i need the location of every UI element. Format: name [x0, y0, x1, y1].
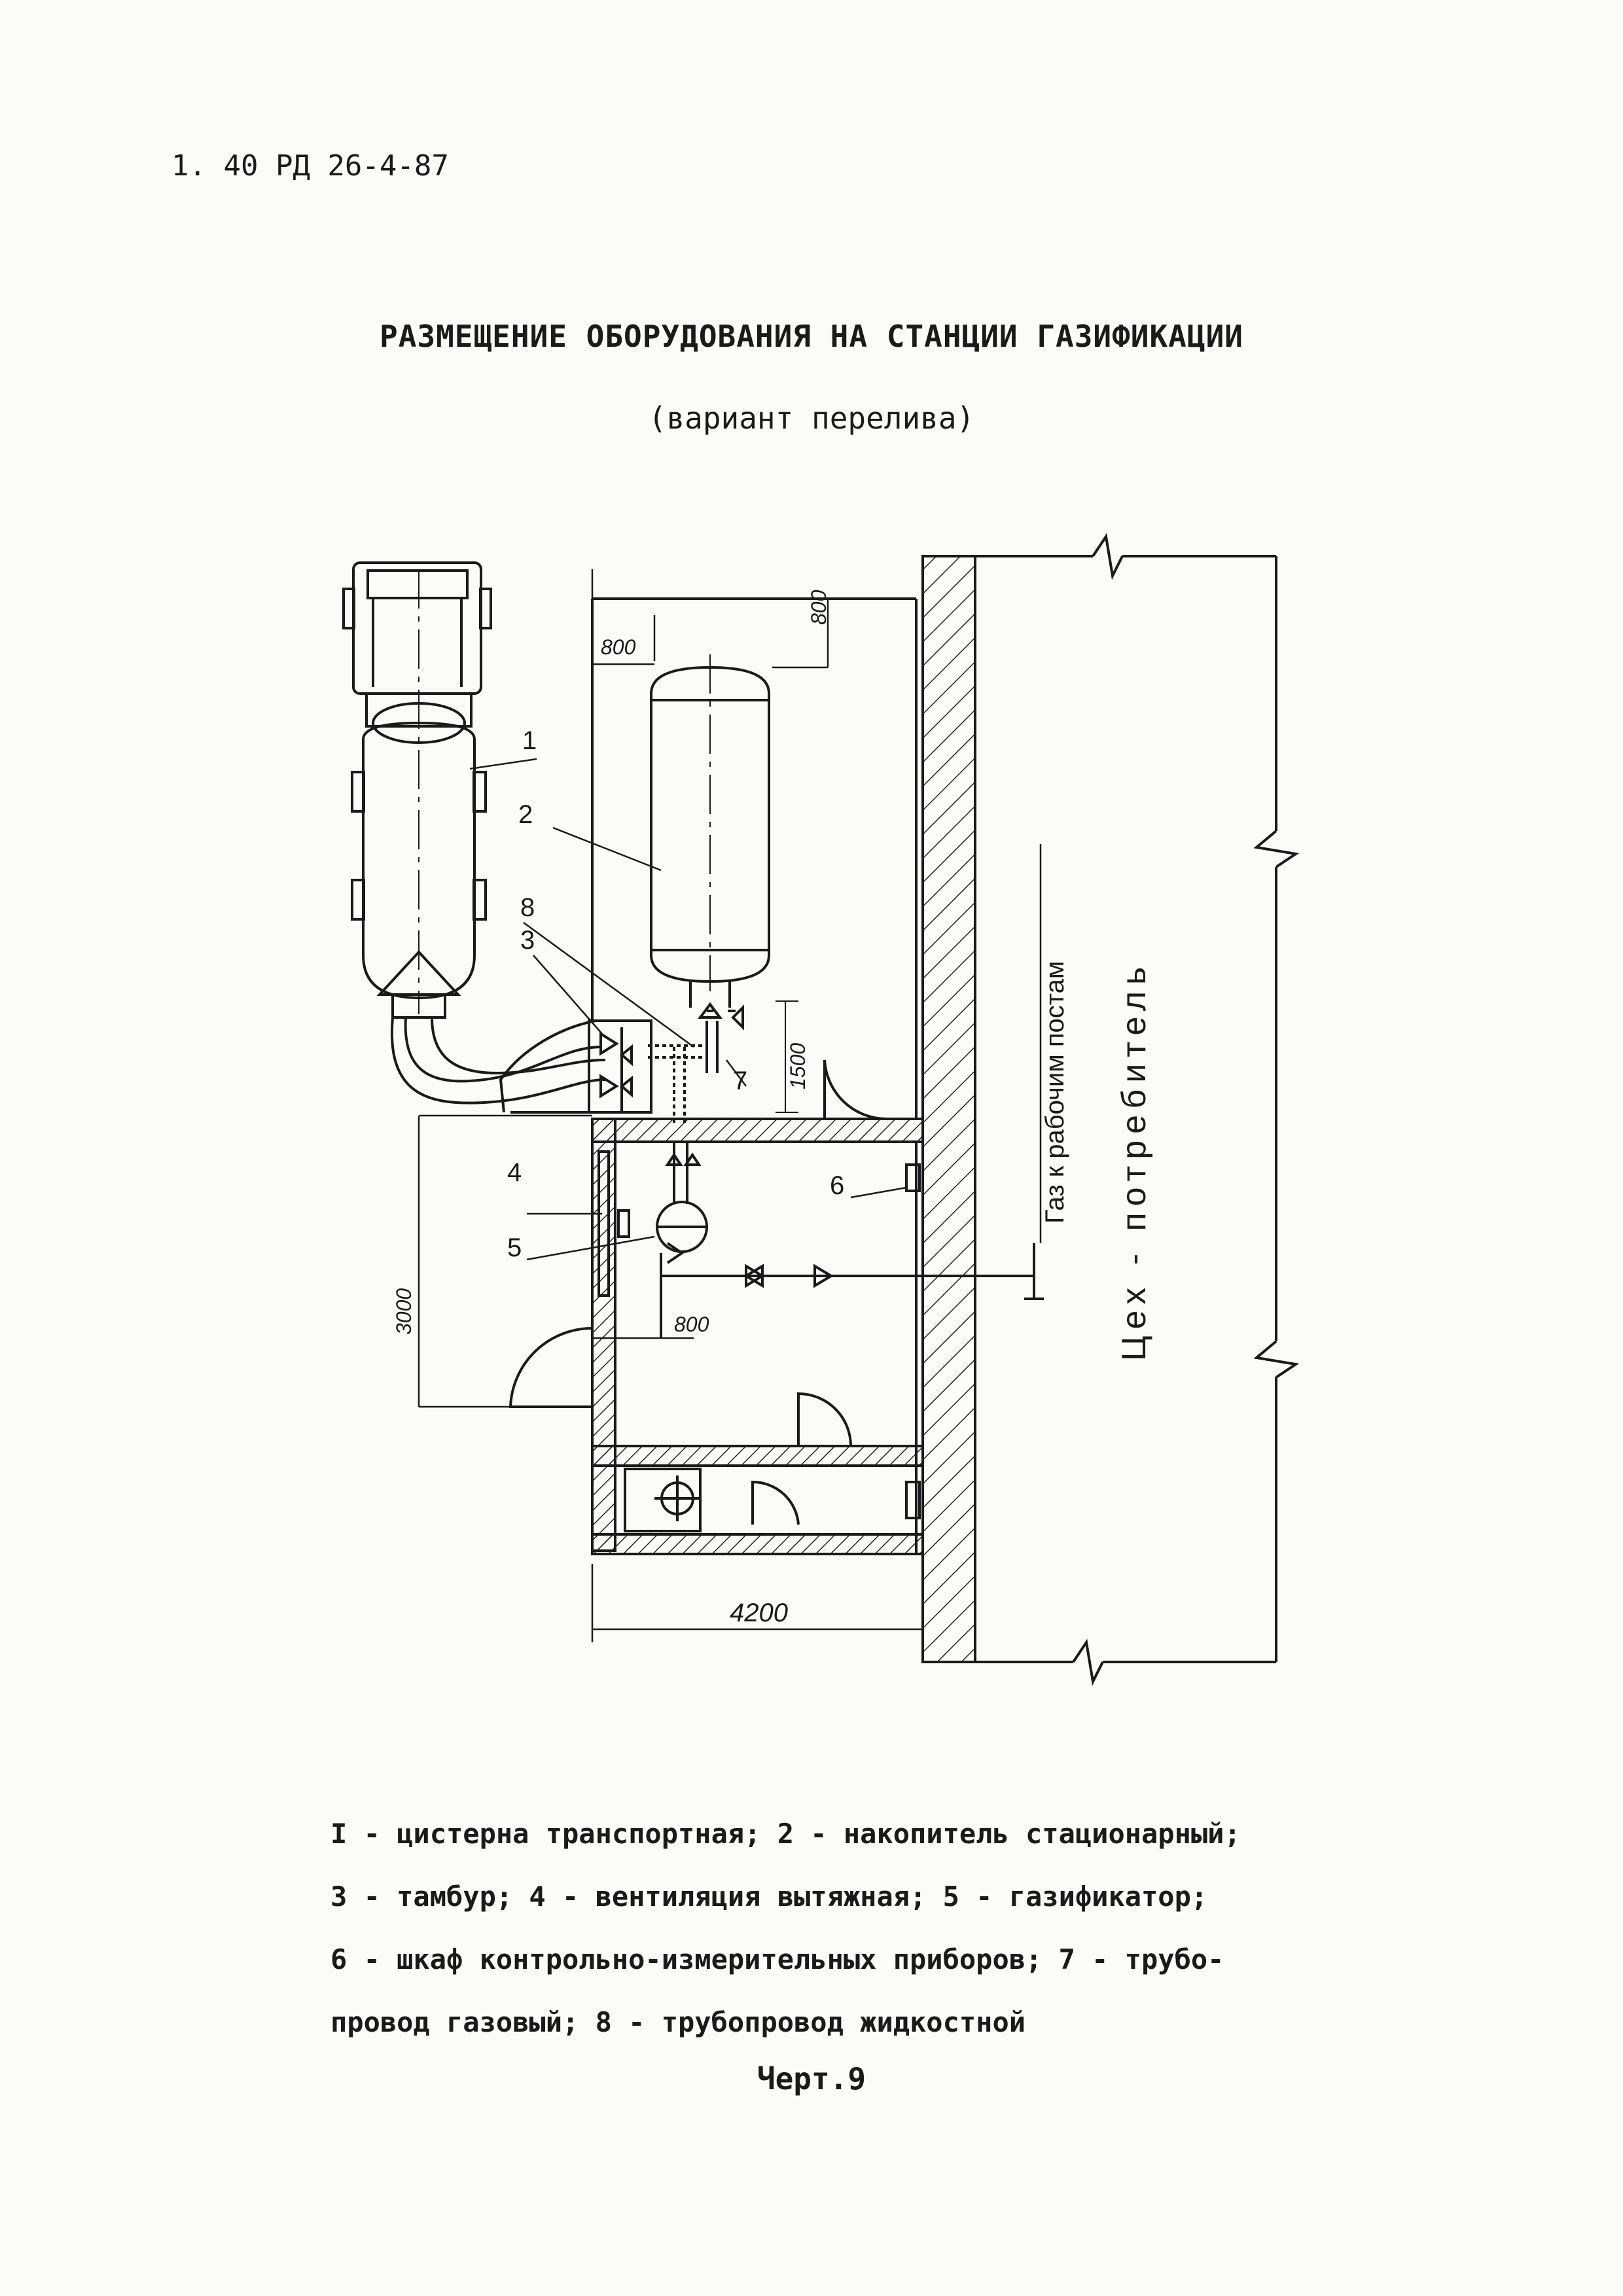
legend: I - цистерна транспортная; 2 - накопител…	[330, 1803, 1443, 2054]
workshop-boundary	[975, 533, 1300, 1686]
instrument-cabinet	[905, 1163, 921, 1192]
legend-line: 6 - шкаф контрольно-измерительных прибор…	[330, 1943, 1224, 1975]
legend-line: I - цистерна транспортная; 2 - накопител…	[330, 1818, 1241, 1850]
dimension-values: 800 800 1500 3000 800 4200	[392, 590, 830, 1627]
callout-leaders	[469, 758, 907, 1261]
transfer-hoses	[390, 1017, 606, 1104]
legend-line: 3 - тамбур; 4 - вентиляция вытяжная; 5 -…	[330, 1881, 1208, 1913]
workshop-wall	[921, 555, 976, 1663]
callout-labels: 1 2 8 3 7 4 5 6	[507, 726, 844, 1262]
page-title: РАЗМЕЩЕНИЕ ОБОРУДОВАНИЯ НА СТАНЦИИ ГАЗИФ…	[380, 319, 1243, 354]
gasifier	[656, 1142, 708, 1264]
gas-pipeline	[660, 1243, 1044, 1338]
fan-unit	[654, 1475, 700, 1521]
legend-line: провод газовый; 8 - трубопровод жидкостн…	[330, 2006, 1026, 2038]
callout-8: 8	[520, 893, 535, 922]
transport-tank-truck	[342, 561, 492, 1019]
callout-6: 6	[830, 1171, 844, 1200]
document-code: 1. 40 РД 26-4-87	[171, 149, 449, 183]
callout-5: 5	[507, 1233, 522, 1262]
dim-800-bottom: 800	[674, 1313, 709, 1336]
workshop-label: Цех - потребитель	[1115, 961, 1153, 1361]
stationary-storage-tank	[650, 654, 770, 1008]
callout-7: 7	[733, 1067, 747, 1095]
dimension-lines	[418, 569, 1042, 1642]
liquid-pipeline	[648, 1021, 719, 1125]
callout-1: 1	[522, 726, 537, 755]
dim-3000: 3000	[392, 1288, 416, 1335]
dim-1500: 1500	[786, 1043, 810, 1089]
callout-2: 2	[518, 800, 533, 829]
dim-4200: 4200	[730, 1598, 788, 1627]
dim-800-left: 800	[601, 635, 636, 659]
gasification-building	[508, 1059, 924, 1555]
dim-800-top: 800	[807, 590, 830, 625]
figure-caption: Черт.9	[757, 2061, 866, 2096]
page-subtitle: (вариант перелива)	[648, 400, 975, 436]
callout-3: 3	[520, 926, 535, 955]
exhaust-ventilation	[597, 1150, 630, 1297]
gas-to-posts-label: Газ к рабочим постам	[1041, 961, 1069, 1224]
callout-4: 4	[507, 1158, 522, 1187]
valve-assembly	[599, 1002, 744, 1099]
tambour	[499, 1019, 652, 1114]
storage-enclosure	[591, 597, 918, 1119]
